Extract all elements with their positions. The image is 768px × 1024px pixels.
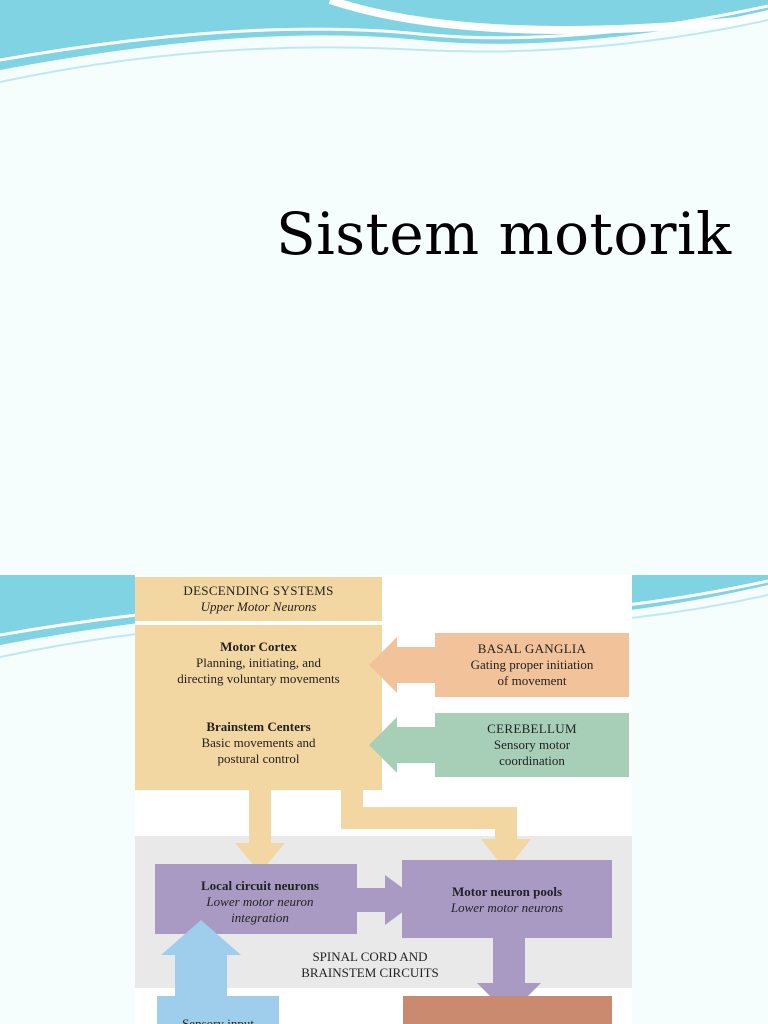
local-circuit-box (155, 864, 357, 934)
slide-title: Sistem motorik (276, 200, 732, 268)
local-to-pools-arrow (357, 875, 419, 925)
local-circuit-line2: integration (231, 910, 289, 925)
brainstem-title: Brainstem Centers (206, 719, 311, 734)
cortex-to-pools-arrow (341, 790, 531, 871)
motor-cortex-line2: directing voluntary movements (177, 671, 340, 686)
descending-systems-label: DESCENDING SYSTEMS Upper Motor Neurons (135, 583, 382, 615)
cerebellum-arrow (369, 717, 435, 773)
spinal-line1: SPINAL CORD AND (312, 949, 428, 964)
cerebellum-line1: Sensory motor (493, 737, 571, 752)
spinal-cord-label: SPINAL CORD AND BRAINSTEM CIRCUITS (265, 949, 475, 981)
brainstem-line2: postural control (217, 751, 300, 766)
cerebellum-title: CEREBELLUM (487, 721, 577, 736)
top-wave-decoration (0, 0, 768, 83)
motor-pools-box (402, 860, 612, 938)
brainstem-label: Brainstem Centers Basic movements and po… (135, 719, 382, 767)
motor-pools-label: Motor neuron pools Lower motor neurons (402, 884, 612, 916)
motor-pools-title: Motor neuron pools (451, 884, 563, 899)
basal-ganglia-box (435, 633, 629, 697)
basal-ganglia-line2: of movement (497, 673, 567, 688)
descending-subtitle: Upper Motor Neurons (200, 599, 317, 614)
basal-ganglia-title: BASAL GANGLIA (477, 641, 587, 656)
local-circuit-line1: Lower motor neuron (206, 894, 314, 909)
motor-cortex-line1: Planning, initiating, and (196, 655, 321, 670)
local-circuit-title: Local circuit neurons (201, 878, 319, 893)
motor-system-diagram: DESCENDING SYSTEMS Upper Motor Neurons M… (135, 575, 632, 1024)
spinal-line2: BRAINSTEM CIRCUITS (301, 965, 439, 980)
diagram-shapes (135, 577, 632, 1024)
sensory-input-label: Sensory input (182, 1016, 254, 1024)
motor-cortex-title: Motor Cortex (220, 639, 297, 654)
local-circuit-label: Local circuit neurons Lower motor neuron… (155, 878, 365, 926)
pools-down-arrow (477, 938, 541, 1015)
descending-header-box (135, 577, 382, 621)
basal-ganglia-label: BASAL GANGLIA Gating proper initiation o… (435, 641, 629, 689)
cortex-to-local-arrow (235, 790, 285, 873)
motor-pools-line1: Lower motor neurons (450, 900, 564, 915)
cerebellum-box (435, 713, 629, 777)
sensory-input-box (157, 996, 279, 1024)
descending-main-box (135, 625, 382, 790)
cerebellum-label: CEREBELLUM Sensory motor coordination (435, 721, 629, 769)
muscle-box (403, 996, 612, 1024)
cerebellum-line2: coordination (499, 753, 565, 768)
motor-cortex-label: Motor Cortex Planning, initiating, and d… (135, 639, 382, 687)
basal-ganglia-line1: Gating proper initiation (470, 657, 594, 672)
basal-ganglia-arrow (369, 637, 435, 693)
brainstem-line1: Basic movements and (201, 735, 316, 750)
descending-title: DESCENDING SYSTEMS (183, 583, 334, 598)
